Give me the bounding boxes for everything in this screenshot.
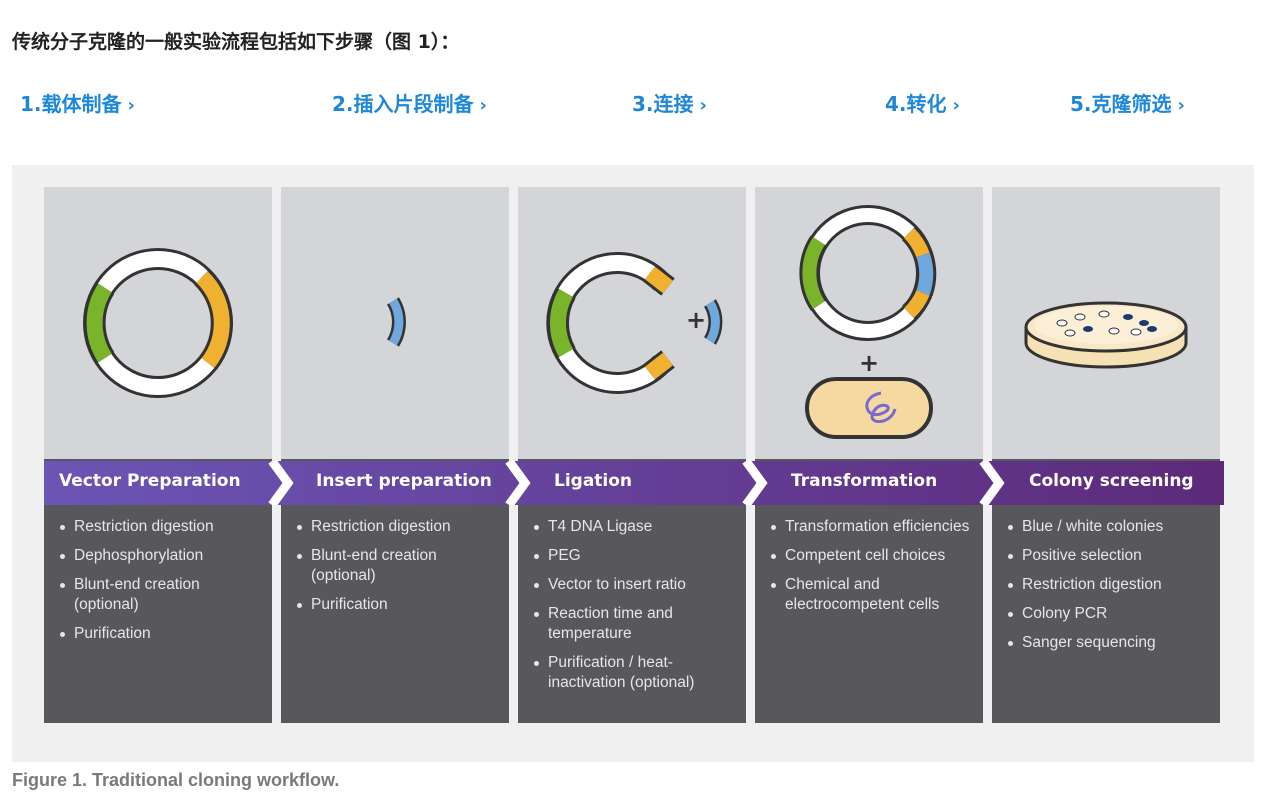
list-item: PEG (532, 546, 742, 566)
bullet-list-vector-preparation: Restriction digestion Dephosphorylation … (58, 517, 268, 653)
list-item: Blue / white colonies (1006, 517, 1216, 537)
plus-icon: + (686, 306, 706, 334)
step-link-colony-screening[interactable]: 5.克隆筛选› (1070, 88, 1185, 117)
list-item: Purification / heat-inactivation (option… (532, 653, 742, 693)
step-link-transformation[interactable]: 4.转化› (885, 88, 960, 117)
chevron-right-icon: › (1177, 95, 1185, 116)
figure-caption: Figure 1. Traditional cloning workflow. (12, 770, 340, 790)
step-link-vector-prep[interactable]: 1.载体制备› (20, 88, 135, 117)
column-insert-preparation (281, 187, 509, 723)
plus-icon: + (859, 349, 879, 377)
petri-dish-icon (1024, 301, 1188, 369)
bacterium-icon: + (799, 205, 937, 439)
list-item: Reaction time and temperature (532, 604, 742, 644)
bullet-list-ligation: T4 DNA Ligase PEG Vector to insert ratio… (532, 517, 742, 702)
list-item: Restriction digestion (295, 517, 505, 537)
stage-title-vector-preparation: Vector Preparation (59, 471, 241, 491)
chevron-right-icon: › (127, 95, 135, 116)
bullet-list-insert-preparation: Restriction digestion Blunt-end creation… (295, 517, 505, 624)
step-link-label: 5.克隆筛选 (1070, 92, 1172, 116)
list-item: T4 DNA Ligase (532, 517, 742, 537)
step-link-insert-prep[interactable]: 2.插入片段制备› (332, 88, 487, 117)
list-item: Chemical and electrocompetent cells (769, 575, 979, 615)
panel-illustration (44, 187, 272, 459)
banner-background (44, 461, 1224, 505)
bullet-list-colony-screening: Blue / white colonies Positive selection… (1006, 517, 1216, 662)
list-item: Vector to insert ratio (532, 575, 742, 595)
chevron-right-icon: › (479, 95, 487, 116)
list-item: Competent cell choices (769, 546, 979, 566)
list-item: Purification (58, 624, 268, 644)
list-item: Sanger sequencing (1006, 633, 1216, 653)
cloning-workflow-figure: + + (12, 165, 1254, 762)
intro-heading: 传统分子克隆的一般实验流程包括如下步骤（图 1）： (12, 31, 460, 53)
step-link-label: 3.连接 (632, 92, 694, 116)
chevron-right-icon: › (699, 95, 707, 116)
open-vector-icon: + (546, 252, 723, 394)
list-item: Restriction digestion (1006, 575, 1216, 595)
bullet-list-transformation: Transformation efficiencies Competent ce… (769, 517, 979, 624)
panel-illustration: + (518, 187, 746, 459)
panel-illustration: + (755, 187, 983, 459)
list-item: Blunt-end creation (optional) (295, 546, 505, 586)
step-link-label: 1.载体制备 (20, 92, 122, 116)
panel-illustration (281, 187, 509, 459)
chevron-right-icon: › (952, 95, 960, 116)
stage-title-transformation: Transformation (791, 471, 938, 491)
list-item: Colony PCR (1006, 604, 1216, 624)
list-item: Purification (295, 595, 505, 615)
list-item: Restriction digestion (58, 517, 268, 537)
list-item: Blunt-end creation (optional) (58, 575, 268, 615)
column-transformation: + (755, 187, 983, 723)
plasmid-icon (83, 248, 233, 398)
step-link-label: 2.插入片段制备 (332, 92, 474, 116)
list-item: Dephosphorylation (58, 546, 268, 566)
stage-title-ligation: Ligation (554, 471, 633, 491)
step-links: 1.载体制备› 2.插入片段制备› 3.连接› 4.转化› 5.克隆筛选› (0, 88, 1275, 118)
step-link-ligation[interactable]: 3.连接› (632, 88, 707, 117)
column-colony-screening (992, 187, 1220, 723)
list-item: Transformation efficiencies (769, 517, 979, 537)
list-item: Positive selection (1006, 546, 1216, 566)
insert-fragment-icon (386, 297, 406, 347)
panel-illustration (992, 187, 1220, 459)
step-link-label: 4.转化 (885, 92, 947, 116)
stage-title-insert-preparation: Insert preparation (316, 471, 492, 491)
stage-banner: Vector Preparation Insert preparation Li… (44, 461, 1224, 505)
stage-title-colony-screening: Colony screening (1029, 471, 1194, 491)
